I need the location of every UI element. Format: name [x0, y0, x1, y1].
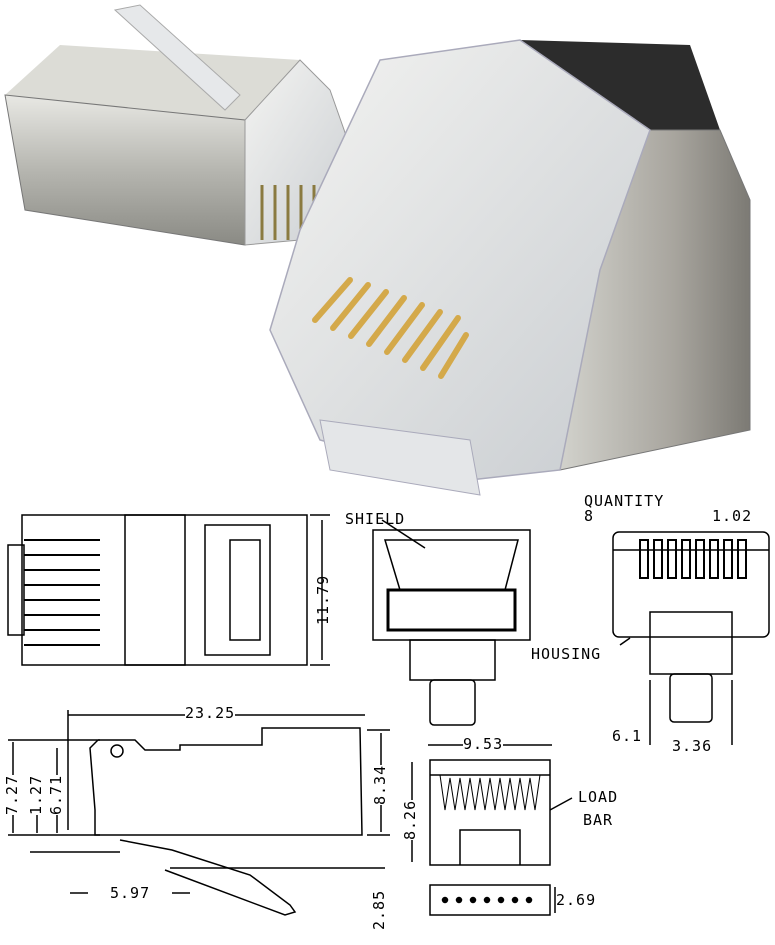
dim-3-36: 3.36	[672, 737, 713, 755]
dim-load-bar-width: 9.53	[463, 735, 504, 753]
load-bar-callout-line2: BAR	[583, 811, 614, 829]
load-bar-drawing	[411, 744, 573, 916]
dim-7-27: 7.27	[3, 774, 21, 815]
dim-1-27: 1.27	[27, 774, 45, 815]
dim-6-1: 6.1	[612, 727, 643, 745]
housing-callout: HOUSING	[531, 645, 602, 663]
dim-latch-offset: 5.97	[110, 884, 151, 902]
product-photos	[4, 4, 751, 496]
dim-6-71: 6.71	[47, 774, 65, 815]
side-view-drawing	[7, 514, 330, 666]
large-connector-photo	[269, 39, 751, 496]
small-connector-photo	[4, 4, 361, 246]
dim-length: 23.25	[185, 704, 236, 722]
dim-latch-drop: 2.85	[370, 889, 388, 930]
quantity-value: 8	[584, 507, 595, 525]
load-bar-callout-line1: LOAD	[578, 788, 619, 806]
front-view-drawing	[372, 519, 531, 726]
quantity-label: QUANTITY	[584, 492, 665, 510]
dim-8-34: 8.34	[371, 764, 389, 805]
profile-view-drawing	[8, 710, 390, 916]
dim-load-bar-thickness: 2.69	[556, 891, 597, 909]
end-view-drawing	[612, 531, 770, 745]
dim-height-side: 11.79	[314, 574, 332, 625]
dim-pitch: 1.02	[712, 507, 753, 525]
dim-load-bar-height: 8.26	[401, 799, 419, 840]
shield-callout: SHIELD	[345, 510, 406, 528]
